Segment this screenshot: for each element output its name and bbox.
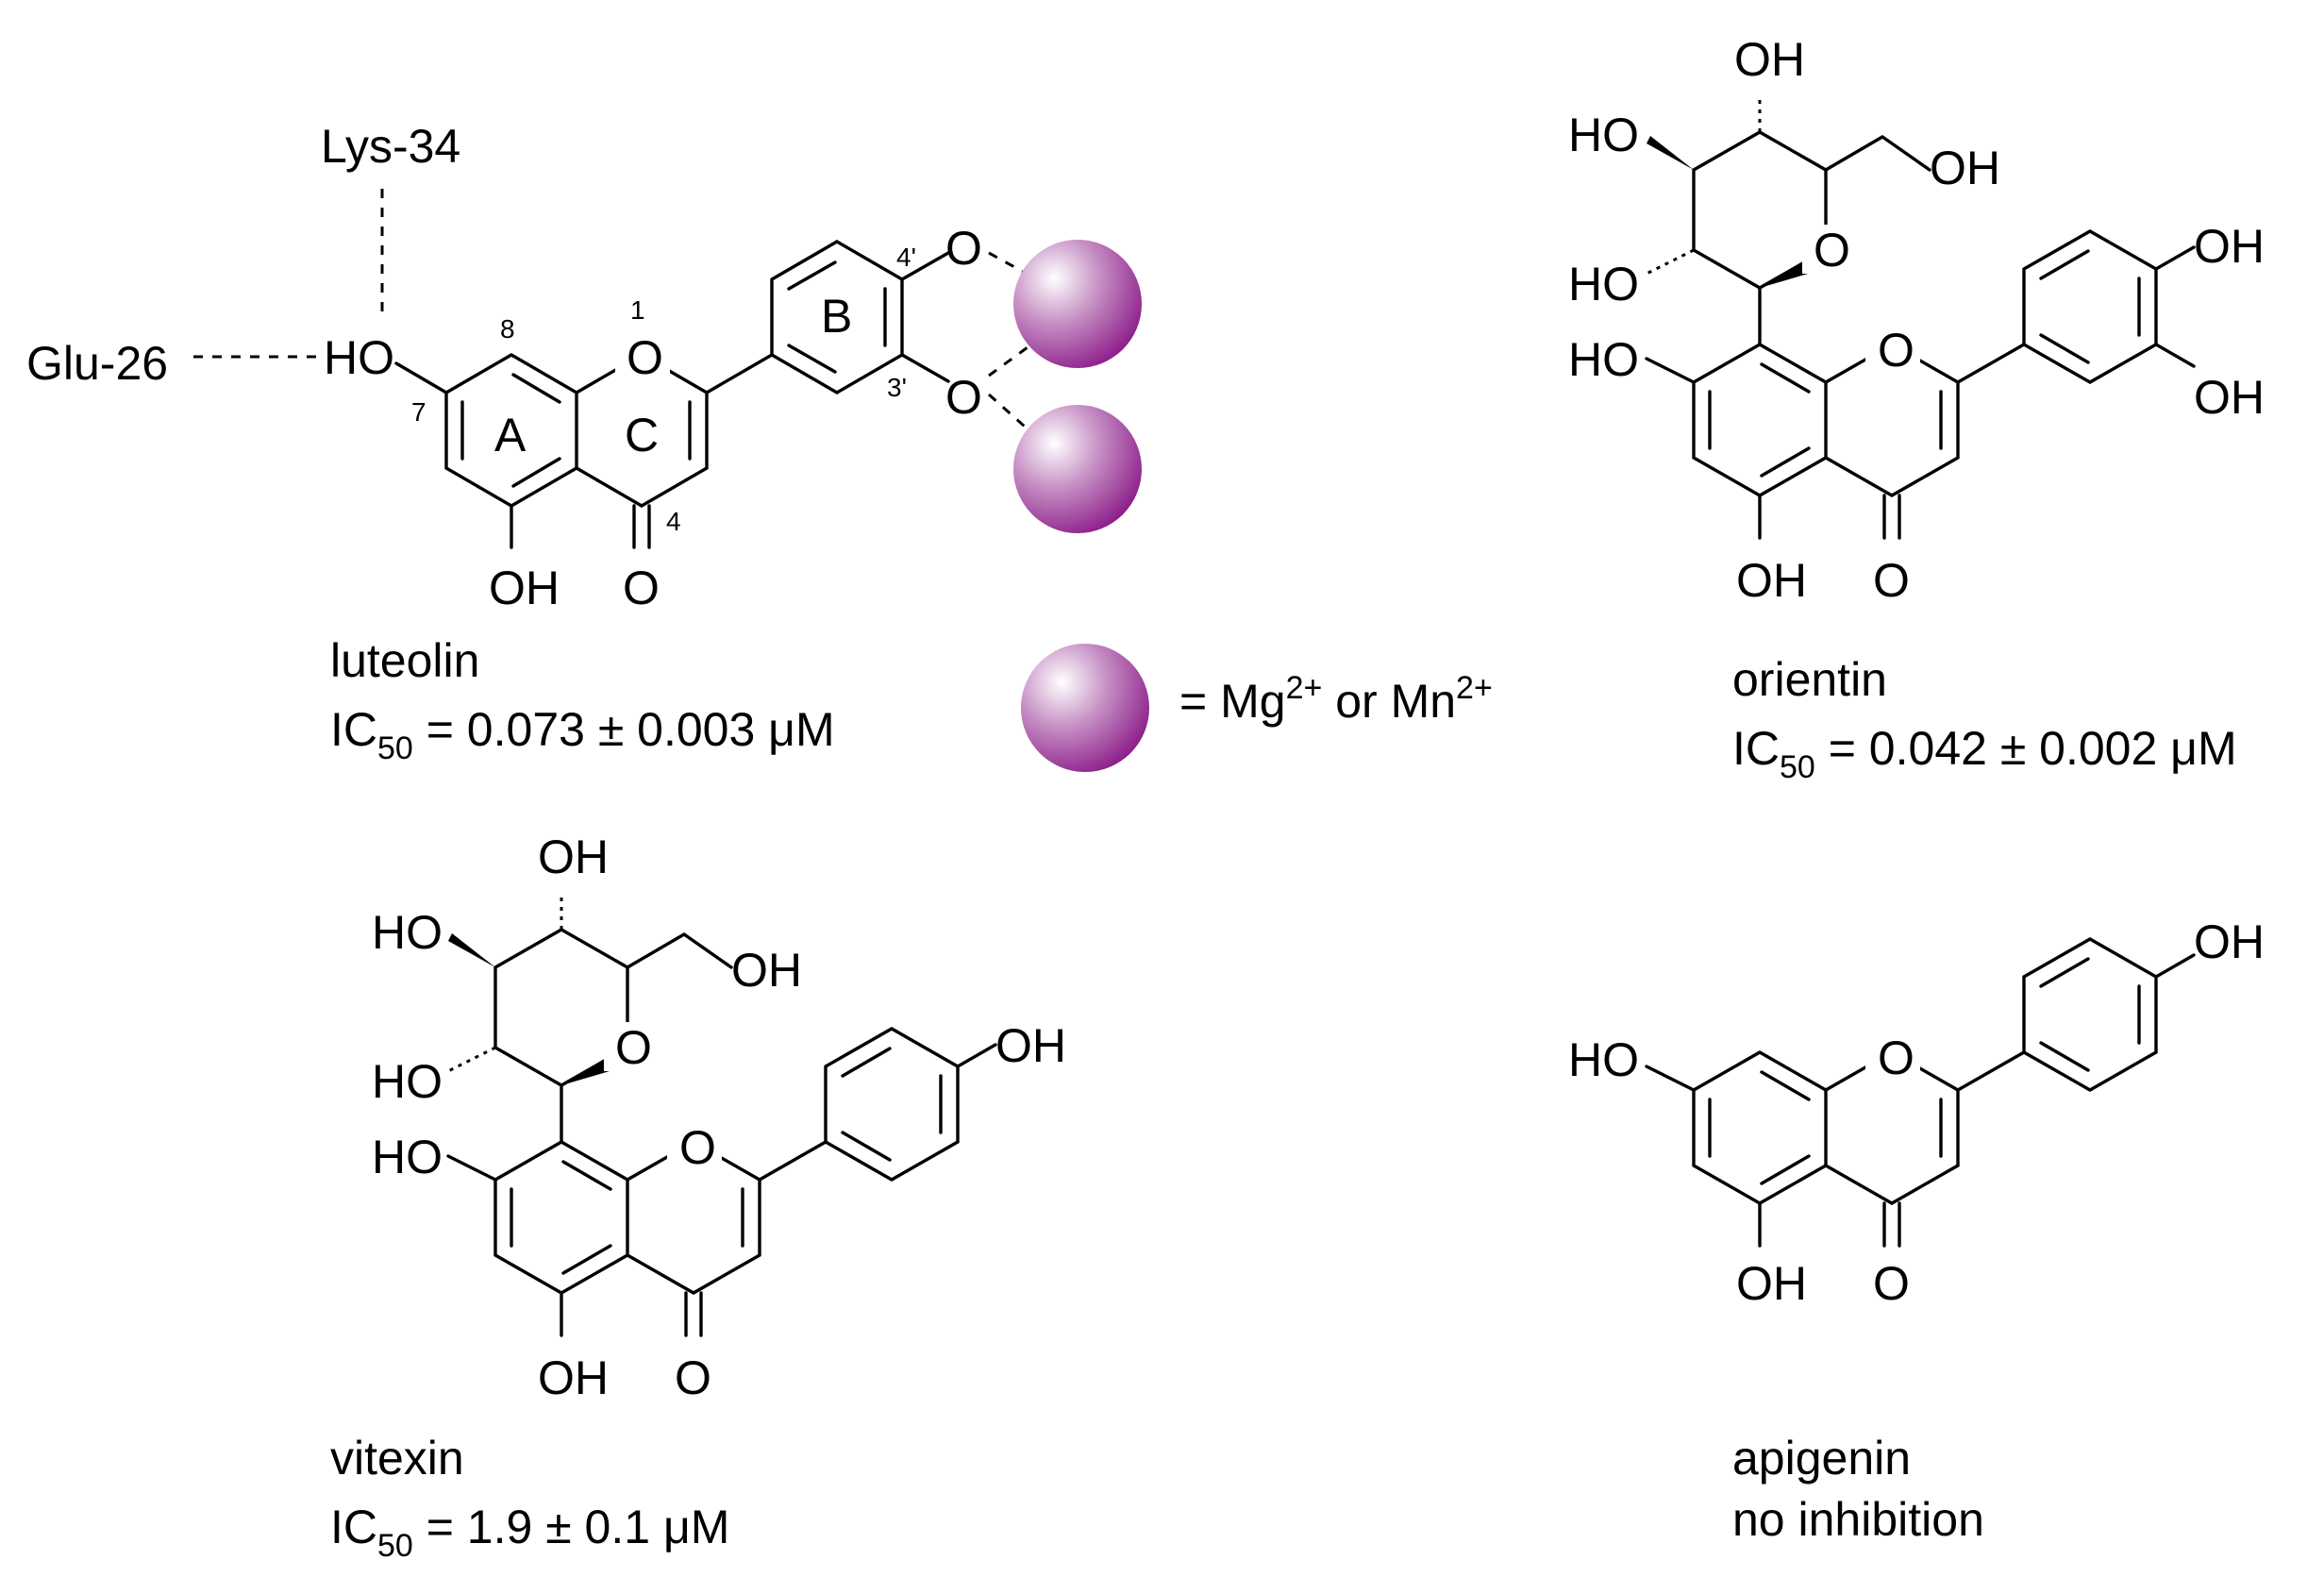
apigenin-structure: OH HO O OH O apigenin no inhibition bbox=[1568, 915, 2265, 1546]
hydroxyl-label: OH bbox=[538, 830, 609, 883]
wedge-bond bbox=[1760, 264, 1808, 288]
compound-name: luteolin bbox=[330, 634, 479, 687]
metal-ion-sphere bbox=[1013, 240, 1142, 368]
position-label: 8 bbox=[500, 314, 515, 344]
ring-b-bonds bbox=[824, 1027, 960, 1182]
vitexin-structure: OH HO OH HO O HO O OH OH O vitexin IC50 … bbox=[330, 830, 1066, 1564]
orientin-structure: OH HO OH HO O HO O OH OH OH O orientin I… bbox=[1568, 33, 2265, 785]
position-label: 4' bbox=[896, 243, 916, 272]
legend-label: = Mg2+ or Mn2+ bbox=[1179, 670, 1493, 728]
metal-ion-sphere bbox=[1013, 405, 1142, 533]
wedge-bond bbox=[561, 1062, 610, 1085]
hydroxyl-label: OH bbox=[2194, 220, 2265, 273]
carbonyl-oxygen-label: O bbox=[1873, 554, 1910, 607]
ring-a-bonds bbox=[1692, 343, 1828, 497]
hydroxyl-label: OH bbox=[995, 1019, 1066, 1072]
hydroxyl-label: HO bbox=[372, 1055, 443, 1108]
hydroxyl-label: HO bbox=[1568, 109, 1639, 161]
hydroxyl-label: HO bbox=[372, 1131, 443, 1183]
compound-name: apigenin bbox=[1732, 1432, 1911, 1485]
wedge-bond bbox=[448, 933, 495, 967]
hydroxyl-label: HO bbox=[324, 331, 394, 384]
residue-label-lys: Lys-34 bbox=[321, 120, 460, 173]
ring-oxygen-label: O bbox=[1878, 1032, 1914, 1084]
ring-oxygen-label: O bbox=[1878, 324, 1914, 377]
coord-bond-3 bbox=[988, 393, 1034, 436]
compound-name: orientin bbox=[1732, 653, 1887, 706]
hydroxyl-label: OH bbox=[1734, 33, 1805, 86]
luteolin-structure: O HO OH O O O Lys-34 Glu-26 A B C 1 3' 4… bbox=[26, 120, 1142, 766]
hydroxyl-label: OH bbox=[2194, 915, 2265, 968]
residue-label-glu: Glu-26 bbox=[26, 337, 168, 390]
ring-label-a: A bbox=[494, 409, 527, 461]
hydroxyl-label: HO bbox=[372, 906, 443, 959]
hydroxyl-label: HO bbox=[1568, 1033, 1639, 1086]
ring-label-c: C bbox=[625, 409, 659, 461]
ic50-value: IC50 = 1.9 ± 0.1 μM bbox=[330, 1501, 729, 1564]
carbonyl-oxygen-label: O bbox=[675, 1351, 711, 1404]
oxygen-label: O bbox=[945, 222, 982, 275]
ring-b-bonds bbox=[2022, 937, 2158, 1092]
ring-label-b: B bbox=[821, 290, 852, 343]
metal-legend: = Mg2+ or Mn2+ bbox=[1021, 644, 1493, 772]
position-label: 7 bbox=[411, 397, 426, 427]
hydroxyl-label: HO bbox=[1568, 333, 1639, 386]
hydroxyl-label: OH bbox=[1736, 554, 1807, 607]
hydroxyl-label: OH bbox=[731, 944, 802, 997]
position-label: 4 bbox=[666, 507, 681, 536]
ring-b-bonds bbox=[2022, 229, 2158, 384]
hydroxyl-label: HO bbox=[1568, 258, 1639, 310]
hydroxyl-label: OH bbox=[489, 562, 560, 614]
hydroxyl-label: OH bbox=[2194, 371, 2265, 424]
oxygen-label: O bbox=[945, 371, 982, 424]
ic50-value: IC50 = 0.042 ± 0.002 μM bbox=[1732, 722, 2237, 785]
hydroxyl-label: OH bbox=[1930, 142, 2000, 194]
ring-oxygen-label: O bbox=[627, 331, 663, 384]
activity-note: no inhibition bbox=[1732, 1493, 1984, 1546]
ring-a-bonds bbox=[493, 1140, 629, 1295]
hydroxyl-label: OH bbox=[1736, 1257, 1807, 1310]
hydroxyl-label: OH bbox=[538, 1351, 609, 1404]
ring-a-bonds bbox=[1692, 1050, 1828, 1205]
wedge-bond bbox=[1647, 136, 1694, 170]
carbonyl-oxygen-label: O bbox=[1873, 1257, 1910, 1310]
metal-ion-sphere bbox=[1021, 644, 1149, 772]
compound-name: vitexin bbox=[330, 1432, 464, 1485]
sugar-oxygen-label: O bbox=[1814, 224, 1850, 277]
ic50-value: IC50 = 0.073 ± 0.003 μM bbox=[330, 703, 835, 766]
position-label: 1 bbox=[630, 295, 645, 325]
coord-bond-1 bbox=[988, 251, 1028, 276]
carbonyl-oxygen-label: O bbox=[623, 562, 660, 614]
ring-oxygen-label: O bbox=[679, 1121, 716, 1174]
position-label: 3' bbox=[887, 373, 907, 402]
sugar-oxygen-label: O bbox=[615, 1021, 652, 1074]
